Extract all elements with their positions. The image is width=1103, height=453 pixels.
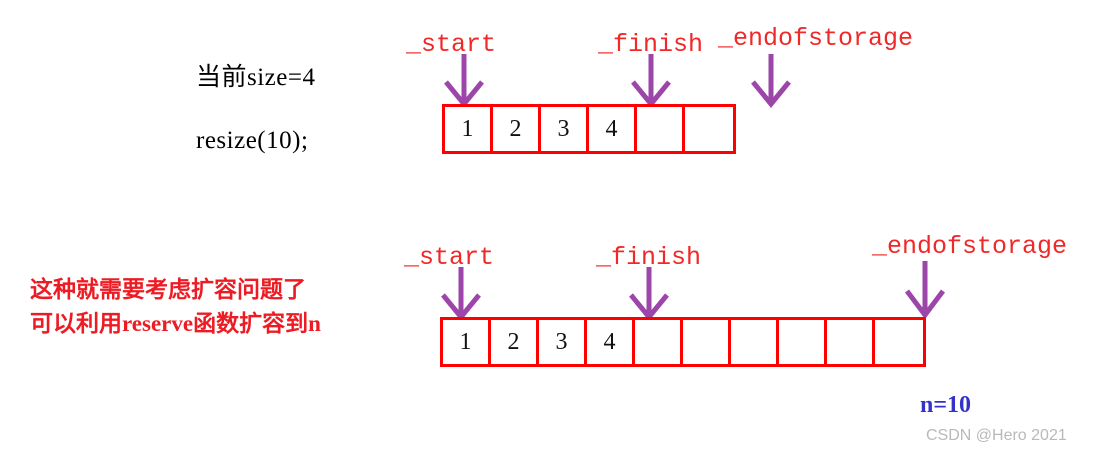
- label-finish-top: _finish: [598, 30, 704, 59]
- label-finish-bottom: _finish: [596, 243, 702, 272]
- array-cell: [683, 320, 731, 364]
- top-resize-call: resize(10);: [196, 127, 309, 154]
- arrow-start-top: [444, 54, 484, 108]
- csdn-watermark: CSDN @Hero 2021: [926, 427, 1067, 444]
- array-cell: [635, 320, 683, 364]
- array-cell: 3: [541, 107, 589, 151]
- array-cell: [875, 320, 923, 364]
- arrow-finish-top: [631, 54, 671, 108]
- array-cell: [731, 320, 779, 364]
- label-endofstorage-bottom: _endofstorage: [872, 232, 1068, 261]
- array-cell: 1: [445, 107, 493, 151]
- label-start-bottom: _start: [404, 243, 495, 272]
- label-start-top: _start: [406, 30, 497, 59]
- note-red-line2: 可以利用reserve函数扩容到n: [30, 311, 321, 336]
- array-cell: [685, 107, 733, 151]
- note-red-line1: 这种就需要考虑扩容问题了: [30, 277, 306, 302]
- array-cell: [827, 320, 875, 364]
- arrow-start-bottom: [441, 267, 481, 321]
- arrow-finish-bottom: [629, 267, 669, 321]
- arrow-endofstorage-top: [751, 54, 791, 108]
- arrow-endofstorage-bottom: [905, 261, 945, 319]
- top-size-note: 当前size=4: [196, 64, 316, 91]
- array-cell: 1: [443, 320, 491, 364]
- array-cell: 2: [491, 320, 539, 364]
- array-cell: 3: [539, 320, 587, 364]
- array-cell: [637, 107, 685, 151]
- array-cell: [779, 320, 827, 364]
- array-cell: 2: [493, 107, 541, 151]
- label-endofstorage-top: _endofstorage: [718, 24, 914, 53]
- array-cell: 4: [587, 320, 635, 364]
- array-cell: 4: [589, 107, 637, 151]
- n-value-label: n=10: [920, 392, 972, 418]
